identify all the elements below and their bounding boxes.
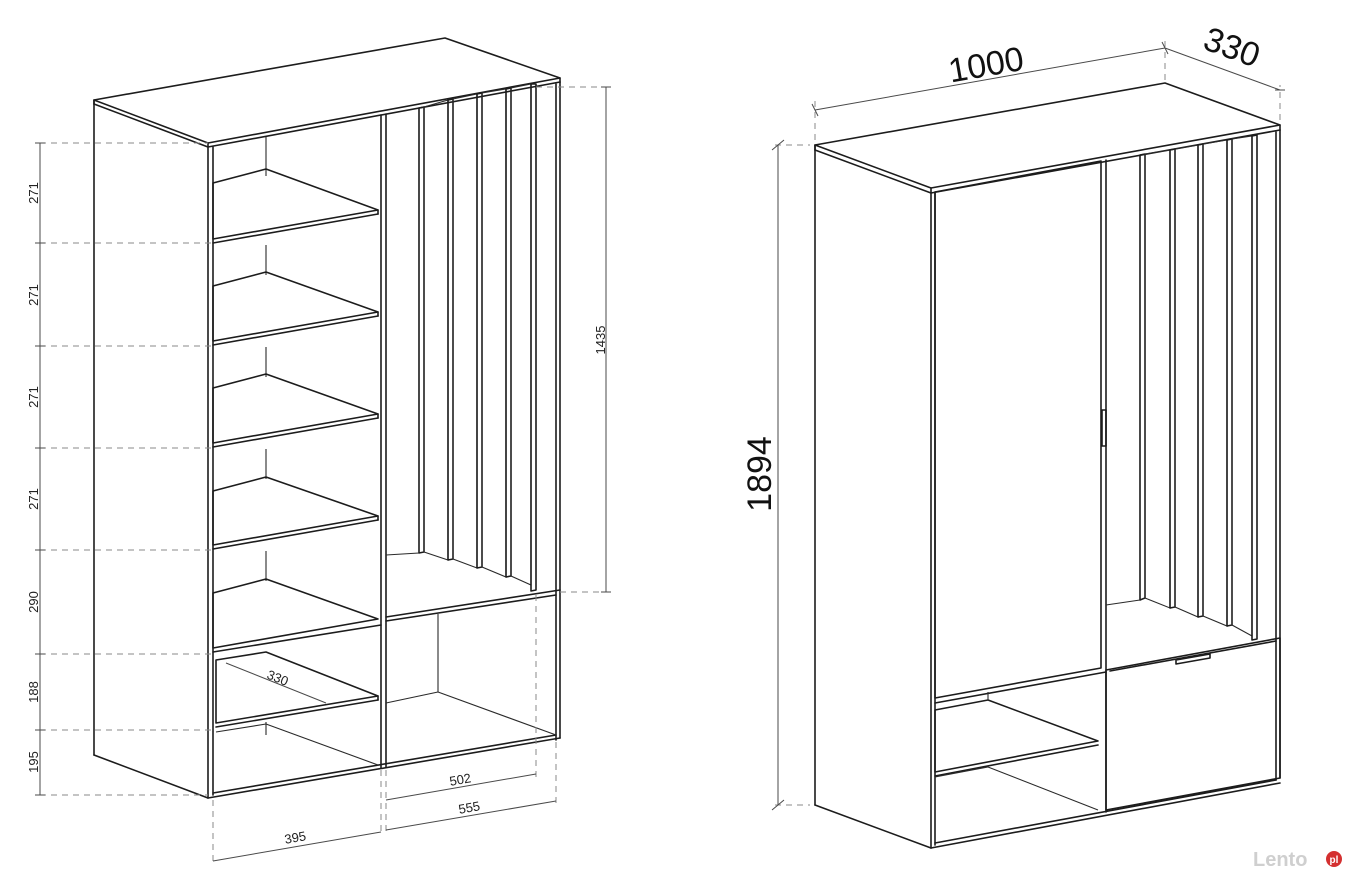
dim-label: 271 bbox=[26, 182, 41, 204]
dim-label: 271 bbox=[26, 488, 41, 510]
dim-label: 330 bbox=[265, 667, 291, 689]
shelf bbox=[215, 651, 379, 724]
height-dimension: 1894 bbox=[741, 139, 810, 811]
right-wardrobe-view: 1000 330 1894 bbox=[741, 20, 1285, 849]
dim-label: 188 bbox=[26, 681, 41, 703]
slat bbox=[476, 92, 483, 569]
lento-watermark: Lento pl bbox=[1253, 849, 1342, 871]
dim-label: 502 bbox=[448, 770, 472, 789]
slat bbox=[1169, 148, 1176, 609]
slat bbox=[1226, 138, 1233, 627]
drawer-front bbox=[1105, 637, 1281, 811]
vertical-slats bbox=[385, 83, 537, 592]
slat bbox=[1139, 153, 1146, 601]
watermark-text: Lento bbox=[1253, 849, 1307, 871]
width-dimension: 1000 bbox=[811, 40, 1169, 140]
left-height-dimensions: 271 271 271 271 290 188 195 bbox=[26, 142, 213, 796]
left-wardrobe-view: 271 271 271 271 290 188 195 1435 330 bbox=[26, 37, 611, 865]
dim-label: 195 bbox=[26, 751, 41, 773]
drawer-handle bbox=[1175, 653, 1211, 665]
bottom-panel bbox=[207, 737, 561, 799]
dim-label: 271 bbox=[26, 386, 41, 408]
dim-label: 1000 bbox=[946, 40, 1027, 91]
dim-label: 555 bbox=[457, 798, 481, 817]
lower-shelf bbox=[934, 699, 1099, 773]
bottom-width-dimensions: 502 555 395 bbox=[212, 595, 557, 865]
left-top-panel bbox=[93, 37, 561, 144]
right-middle-divider bbox=[385, 589, 561, 618]
dim-label: 1894 bbox=[741, 436, 779, 512]
dim-label: 271 bbox=[26, 284, 41, 306]
slat bbox=[418, 106, 425, 554]
left-door bbox=[934, 160, 1102, 699]
dim-label: 290 bbox=[26, 591, 41, 613]
slat bbox=[1251, 134, 1258, 641]
slat bbox=[530, 83, 537, 592]
slat-height-dimension: 1435 bbox=[536, 86, 611, 593]
dim-label: 330 bbox=[1199, 20, 1265, 75]
watermark-badge bbox=[1326, 851, 1342, 867]
left-shelves bbox=[212, 168, 382, 766]
slat bbox=[505, 87, 512, 578]
slat bbox=[447, 98, 454, 561]
watermark-suffix: pl bbox=[1330, 855, 1339, 866]
shelf bbox=[212, 578, 379, 649]
slat bbox=[1197, 143, 1204, 618]
dim-label: 1435 bbox=[593, 326, 608, 355]
dim-label: 395 bbox=[283, 828, 307, 847]
vertical-slats bbox=[1105, 134, 1258, 641]
door-handle bbox=[1101, 409, 1107, 447]
